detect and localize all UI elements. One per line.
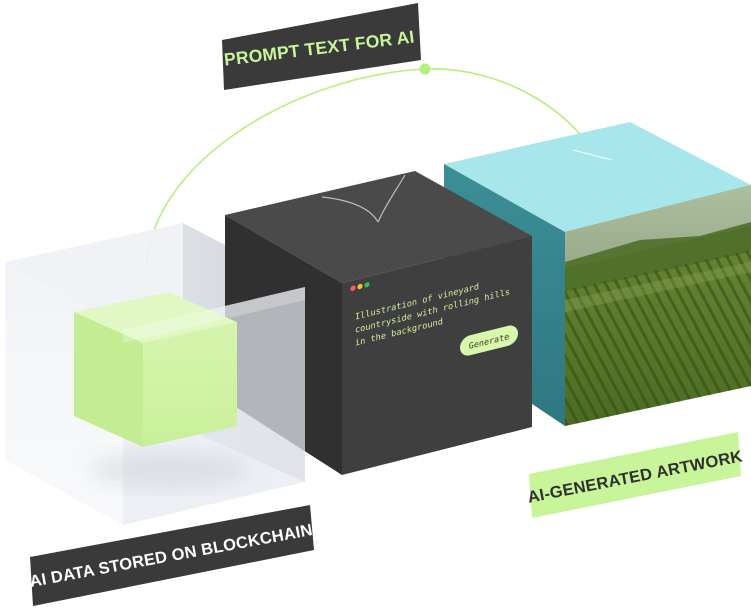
connector-arc: [145, 68, 601, 271]
blockchain-cube-front: [5, 262, 305, 525]
terminal-cube-sparkle: [321, 174, 406, 223]
inner-green-cube: [74, 292, 237, 447]
glass-highlight: [123, 287, 305, 343]
generate-button[interactable]: Generate: [460, 323, 518, 357]
blockchain-cube-shadow: [90, 452, 250, 488]
vineyard-image: [565, 185, 751, 426]
blockchain-label: AI DATA STORED ON BLOCKCHAIN: [28, 505, 314, 606]
arc-node: [419, 63, 431, 75]
window-close-dot: [350, 285, 356, 291]
inner-green-cube-top: [74, 292, 237, 343]
terminal-window: [342, 236, 532, 475]
window-minimize-dot: [357, 283, 363, 290]
artwork-label: AI-GENERATED ARTWORK: [526, 432, 744, 518]
artwork-cube: [444, 122, 751, 426]
inner-green-cube-left: [74, 312, 143, 447]
artwork-cube-highlight: [572, 149, 613, 161]
window-zoom-dot: [364, 282, 370, 288]
terminal-cube-top: [225, 171, 532, 283]
prompt-label: PROMPT TEXT FOR AI: [222, 3, 421, 90]
artwork-cube-top: [444, 122, 751, 232]
inner-green-cube-front: [143, 322, 237, 447]
